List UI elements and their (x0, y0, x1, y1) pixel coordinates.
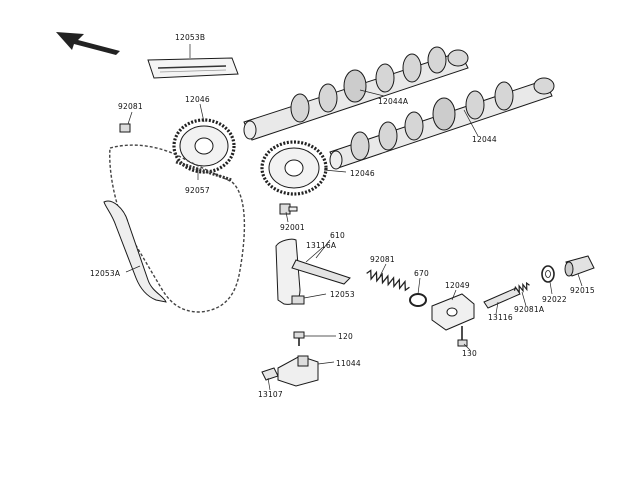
label-130: 130 (462, 349, 477, 358)
bolt-92081-top (119, 123, 131, 133)
label-12049: 12049 (445, 281, 470, 290)
label-92001: 92001 (280, 223, 305, 232)
label-13116: 13116 (488, 313, 513, 322)
front-direction-arrow-icon (56, 32, 120, 55)
camshaft-sprocket-12046-mid (260, 140, 328, 196)
label-120: 120 (338, 332, 353, 341)
pin-13107 (261, 367, 279, 381)
push-rod-13116 (483, 287, 521, 309)
label-12053b: 12053B (175, 33, 205, 42)
spring-92081 (366, 269, 410, 292)
label-92057: 92057 (185, 186, 210, 195)
leader-lines (125, 89, 583, 391)
o-ring-670 (409, 293, 427, 307)
chain-tensioner-lever-12053 (275, 238, 351, 305)
bolt-92001 (279, 203, 298, 215)
chain-guide-12053a (103, 200, 167, 303)
label-12044a: 12044A (378, 97, 409, 106)
camshaft-12044 (329, 77, 555, 170)
label-12046-top: 12046 (185, 95, 210, 104)
washer-92022 (541, 265, 555, 283)
bolt-120 (293, 331, 305, 346)
spring-92081a (513, 281, 530, 294)
label-12053a: 12053A (90, 269, 121, 278)
label-92081a: 92081A (514, 305, 545, 314)
label-13116a: 13116A (306, 241, 337, 250)
label-13107: 13107 (258, 390, 283, 399)
tensioner-body-12049 (431, 293, 475, 331)
label-11044: 11044 (336, 359, 361, 368)
bracket-11044 (277, 355, 319, 387)
label-92081-top: 92081 (118, 102, 143, 111)
label-670: 670 (414, 269, 429, 278)
label-92022: 92022 (542, 295, 567, 304)
label-12044: 12044 (472, 135, 497, 144)
part-labels: 12053B 92081 12046 12044A 12044 92057 12… (90, 33, 595, 399)
label-92015: 92015 (570, 286, 595, 295)
camshaft-12044a (243, 46, 469, 141)
label-92081-mid: 92081 (370, 255, 395, 264)
bolt-130 (457, 326, 468, 347)
chain-guide-top-12053b (147, 57, 239, 79)
label-12053: 12053 (330, 290, 355, 299)
label-12046-mid: 12046 (350, 169, 375, 178)
cap-bolt-92015 (564, 255, 595, 277)
label-610: 610 (330, 231, 345, 240)
